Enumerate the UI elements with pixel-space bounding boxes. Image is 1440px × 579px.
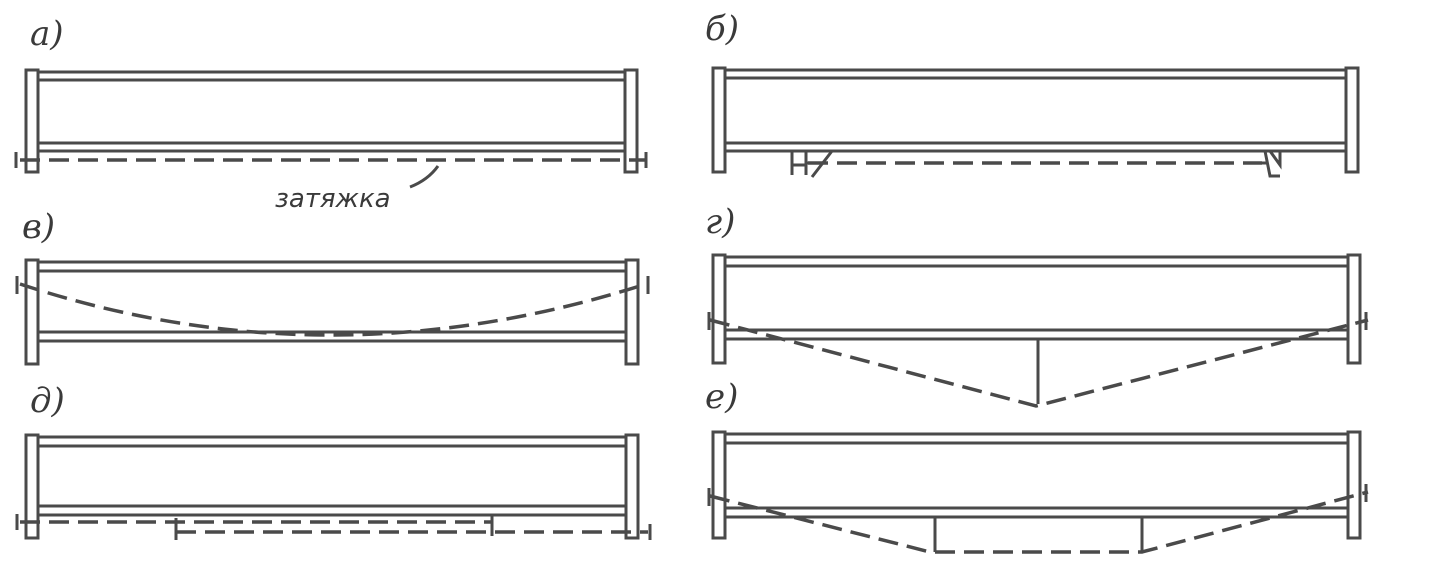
beam-d	[15, 433, 652, 540]
panel-label-d: д)	[30, 381, 65, 421]
beam-a	[14, 68, 648, 189]
panel-label-g: г)	[705, 202, 735, 242]
beam-g	[707, 253, 1369, 408]
beam-v	[15, 258, 650, 366]
annotation-leader	[409, 165, 440, 189]
panel-label-a: а)	[30, 14, 64, 54]
tie-rod-e	[709, 490, 1369, 554]
beam-e	[707, 430, 1369, 554]
tie-rod-annotation: затяжка	[275, 184, 391, 214]
beam-b	[711, 66, 1360, 178]
tie-rod-v	[19, 282, 647, 337]
panel-label-v: в)	[22, 207, 55, 247]
panel-label-b: б)	[705, 9, 739, 49]
tie-rod-g	[709, 318, 1369, 408]
panel-label-e: е)	[705, 377, 738, 417]
